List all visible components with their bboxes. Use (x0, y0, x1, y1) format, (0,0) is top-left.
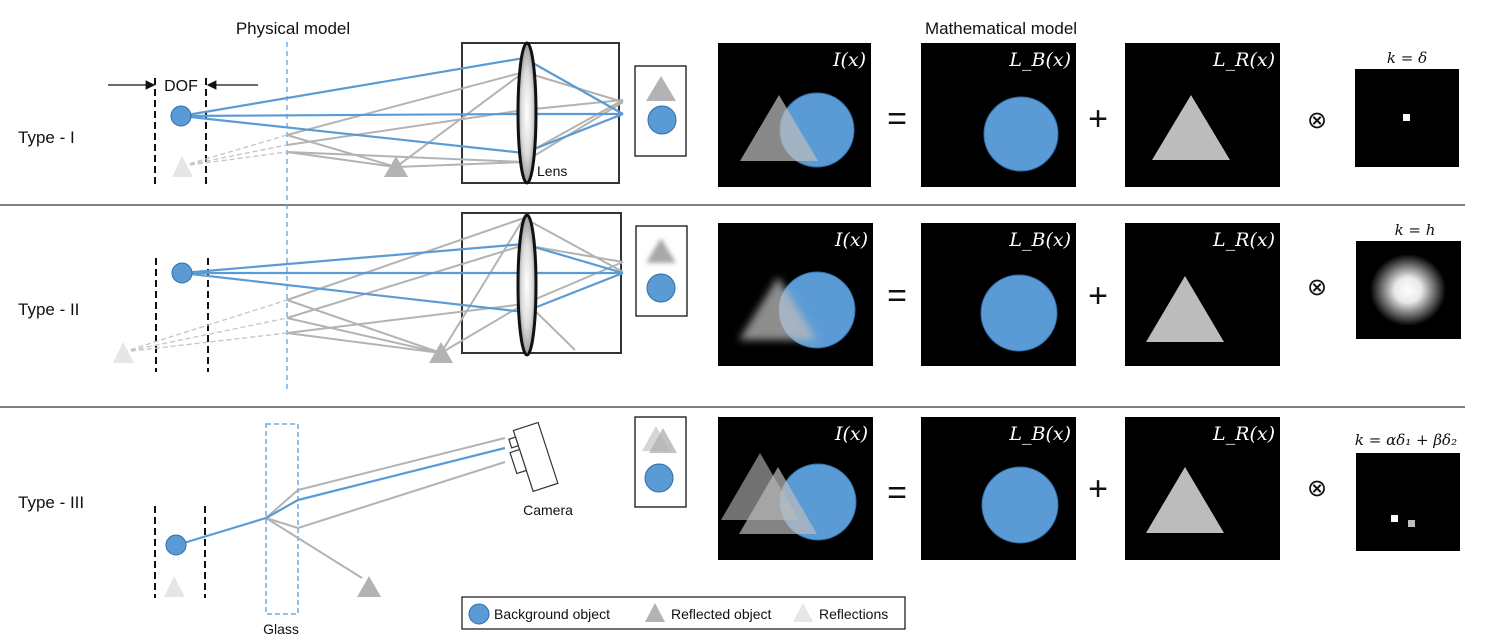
panel-reflection-triangle (1152, 95, 1230, 160)
type-label: Type - I (18, 128, 75, 147)
background-label: L_B(x) (1008, 423, 1071, 445)
camera-body (461, 212, 622, 354)
reflection-virtual (164, 576, 185, 597)
reflection-rays (265, 437, 506, 579)
background-rays (180, 56, 624, 155)
panel-image-triangle (739, 467, 817, 534)
sensor-circle (647, 105, 677, 135)
sensor-triangle (646, 76, 676, 101)
legend-reflections-swatch (793, 603, 813, 622)
dof-label: DOF (164, 78, 198, 95)
convolution-operator: ⊗ (1307, 474, 1327, 502)
panel-background-circle (981, 466, 1059, 544)
background-rays (181, 242, 624, 314)
background-label: L_B(x) (1008, 49, 1071, 71)
equals-operator: = (887, 100, 907, 138)
mathematical-model-heading: Mathematical model (925, 19, 1077, 38)
row-type-3: Type - III Glass Camera (18, 416, 1460, 637)
reflection-label: L_R(x) (1212, 229, 1275, 251)
kernel-panel (1356, 453, 1460, 551)
panel-background-circle (983, 96, 1059, 172)
panel-reflection (1125, 417, 1280, 560)
background-rays (176, 446, 506, 547)
legend-reflected-swatch (645, 603, 665, 622)
panel-background-circle (980, 274, 1058, 352)
image-label: I(x) (834, 423, 868, 445)
row-type-2: Type - II (18, 212, 1461, 372)
panel-image-triangle (740, 95, 818, 161)
type-label: Type - II (18, 300, 79, 319)
background-label: L_B(x) (1008, 229, 1071, 251)
kernel-label: k = δ (1387, 49, 1427, 67)
kernel-label: k = αδ₁ + βδ₂ (1355, 431, 1457, 449)
kernel-dot (1403, 114, 1410, 121)
convolution-operator: ⊗ (1307, 106, 1327, 134)
kernel-blob (1370, 254, 1446, 326)
plus-operator: + (1088, 100, 1108, 138)
image-label: I(x) (832, 49, 866, 71)
type-label: Type - III (18, 493, 84, 512)
sensor-triangle-blurred (646, 238, 676, 263)
reflection-rays (286, 217, 624, 354)
reflected-object (384, 156, 408, 177)
panel-reflection-triangle (1146, 276, 1224, 342)
background-object (165, 534, 187, 556)
lens-label: Lens (537, 163, 567, 179)
background-object (170, 105, 192, 127)
legend-box (461, 596, 906, 630)
reflection-label: L_R(x) (1212, 49, 1275, 71)
legend-background-label: Background object (494, 606, 610, 622)
virtual-rays (122, 299, 288, 353)
virtual-rays (181, 134, 288, 167)
reflection-label: L_R(x) (1212, 423, 1275, 445)
reflection-virtual (172, 156, 193, 177)
reflected-object (357, 576, 381, 597)
camera-icon (508, 421, 559, 493)
lens (516, 41, 538, 185)
kernel-dot-1 (1391, 515, 1398, 522)
plus-operator: + (1088, 277, 1108, 315)
legend-reflections-label: Reflections (819, 606, 888, 622)
plus-operator: + (1088, 470, 1108, 508)
kernel-dot-2 (1408, 520, 1415, 527)
glass-label: Glass (263, 621, 299, 637)
sensor-circle (646, 273, 676, 303)
row-type-1: Type - I DOF (18, 41, 1459, 188)
kernel-label: k = h (1395, 221, 1436, 239)
camera-label: Camera (523, 502, 573, 518)
legend-background-swatch (468, 603, 490, 625)
sensor-image (634, 416, 687, 508)
reflection-virtual (113, 342, 134, 363)
convolution-operator: ⊗ (1307, 273, 1327, 301)
panel-image-triangle-blurred (739, 277, 817, 340)
equals-operator: = (887, 474, 907, 512)
panel-reflection-triangle (1146, 467, 1224, 533)
sensor-triangle (649, 428, 677, 453)
reflected-object (429, 342, 453, 363)
background-object (171, 262, 193, 284)
legend-reflected-label: Reflected object (671, 606, 772, 622)
sensor-circle (644, 463, 674, 493)
image-label: I(x) (834, 229, 868, 251)
legend: Background object Reflected object Refle… (461, 596, 906, 630)
panel-reflection (1125, 223, 1280, 366)
lens (516, 213, 538, 357)
physical-model-heading: Physical model (236, 19, 350, 38)
equals-operator: = (887, 277, 907, 315)
